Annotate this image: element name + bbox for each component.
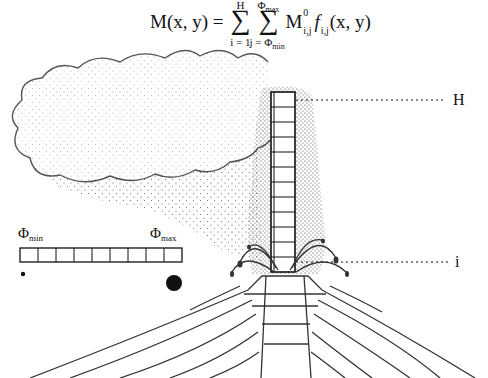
eruption-column: [271, 92, 295, 272]
sum-lower-limit: i = 1: [230, 37, 250, 48]
grain-size-subscript: min: [29, 234, 43, 243]
grain-size-subscript: max: [161, 234, 177, 243]
sum-lower-limit: j = Φ: [249, 37, 272, 48]
height-label: H: [453, 92, 465, 108]
volcanic-bombs: [230, 239, 349, 278]
limit-subscript: min: [272, 43, 284, 51]
cloud-stipple: [12, 50, 270, 181]
grain-size-bar: [20, 248, 182, 262]
formula-subscript: i,j: [321, 26, 329, 36]
height-leader: [296, 99, 446, 100]
grain-size-label: Φ: [18, 226, 29, 241]
sum-symbol: ∑: [258, 6, 278, 34]
volcano-cone: [30, 276, 475, 378]
formula-term: (x, y): [330, 12, 371, 31]
formula-term: M: [285, 12, 302, 31]
level-label: i: [455, 254, 459, 270]
ballistic-ejecta: [232, 240, 346, 272]
formula-term: f: [314, 12, 319, 31]
formula-superscript: 0: [303, 8, 308, 18]
formula-subscript: i,j: [303, 26, 311, 36]
sum-symbol: ∑: [231, 6, 251, 34]
fine-particle: [21, 272, 25, 276]
grain-size-label: Φ: [150, 226, 161, 241]
column-stipple: [248, 86, 325, 274]
eruption-cloud: [12, 50, 270, 181]
coarse-particle: [166, 275, 182, 291]
formula-term: M(x, y) =: [150, 12, 224, 31]
